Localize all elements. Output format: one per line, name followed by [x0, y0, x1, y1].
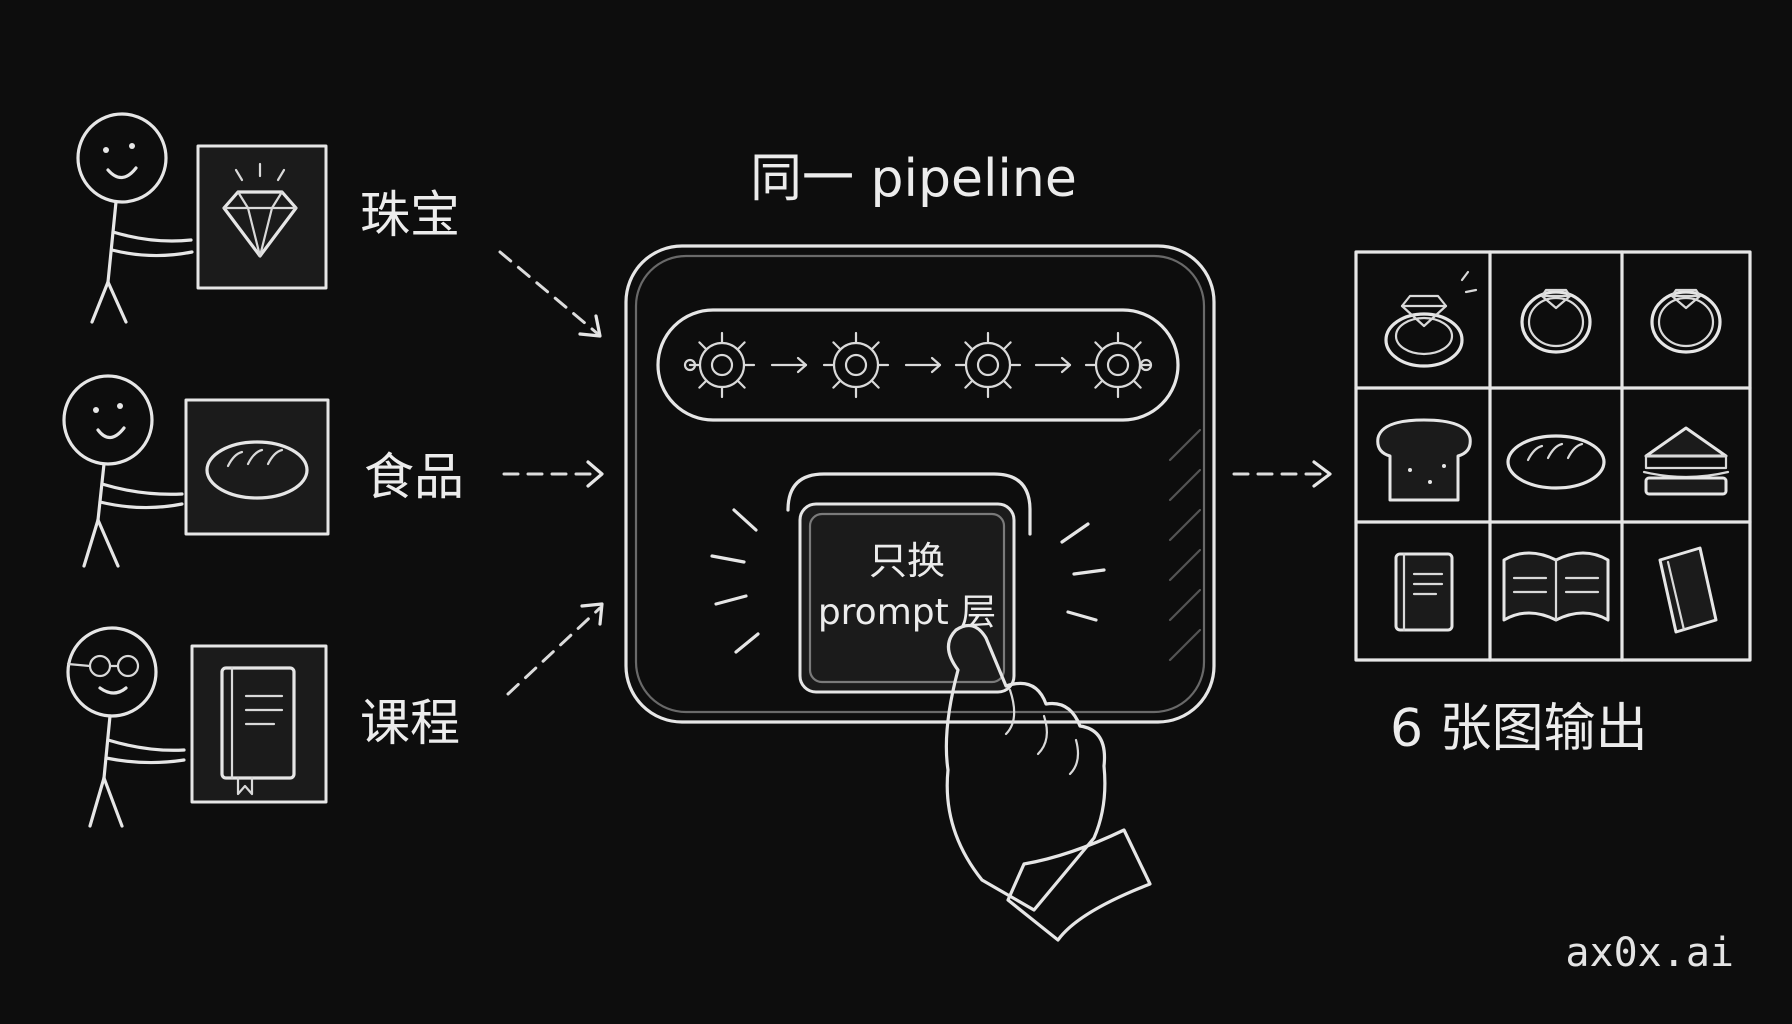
arrow-right-icon	[1034, 356, 1072, 374]
gear-icon	[1084, 331, 1152, 399]
arrow-course	[506, 606, 602, 696]
gear-icon	[822, 331, 890, 399]
person-course: 课程	[66, 626, 460, 828]
toast-icon	[1376, 418, 1472, 502]
bread-icon	[1506, 434, 1606, 490]
input-arrows	[498, 250, 604, 696]
person-glasses-icon	[66, 626, 186, 828]
swap-prompt-button[interactable]: 只换 prompt 层	[798, 502, 1016, 694]
gear-icon	[954, 331, 1022, 399]
pipeline-machine: 只换 prompt 层	[624, 244, 1216, 942]
ring-icon	[1520, 288, 1592, 354]
gear-icon	[688, 331, 756, 399]
arrow-jewelry	[498, 250, 600, 336]
output-grid	[1354, 250, 1752, 662]
diamond-ring-icon	[1384, 270, 1478, 368]
pipeline-title: 同一 pipeline	[750, 149, 1077, 209]
person-food: 食品	[62, 374, 464, 568]
arrow-right-icon	[904, 356, 942, 374]
label-course: 课程	[360, 694, 460, 752]
label-jewelry: 珠宝	[360, 186, 460, 244]
open-book-icon	[1502, 551, 1610, 622]
diamond-icon	[222, 162, 298, 258]
person-jewelry: 珠宝	[76, 112, 460, 324]
sandwich-icon	[1642, 426, 1730, 496]
label-food: 食品	[364, 448, 464, 506]
gear-conveyor	[656, 308, 1180, 422]
ring-icon	[1650, 288, 1722, 354]
jewelry-card	[196, 144, 328, 290]
food-card	[184, 398, 330, 536]
machine-shading	[1168, 428, 1202, 662]
arrow-right-icon	[770, 356, 808, 374]
pressing-hand-icon	[944, 623, 1152, 942]
output-caption: 6 张图输出	[1390, 699, 1648, 759]
person-smile-icon	[62, 374, 184, 568]
book-icon	[1394, 552, 1454, 632]
bread-icon	[205, 440, 309, 500]
book-icon	[220, 666, 296, 796]
person-smile-icon	[76, 112, 194, 324]
button-glow-rays	[710, 508, 1106, 654]
button-line1: 只换	[869, 539, 945, 583]
watermark: ax0x.ai	[1565, 930, 1734, 976]
book-icon	[1658, 546, 1718, 634]
